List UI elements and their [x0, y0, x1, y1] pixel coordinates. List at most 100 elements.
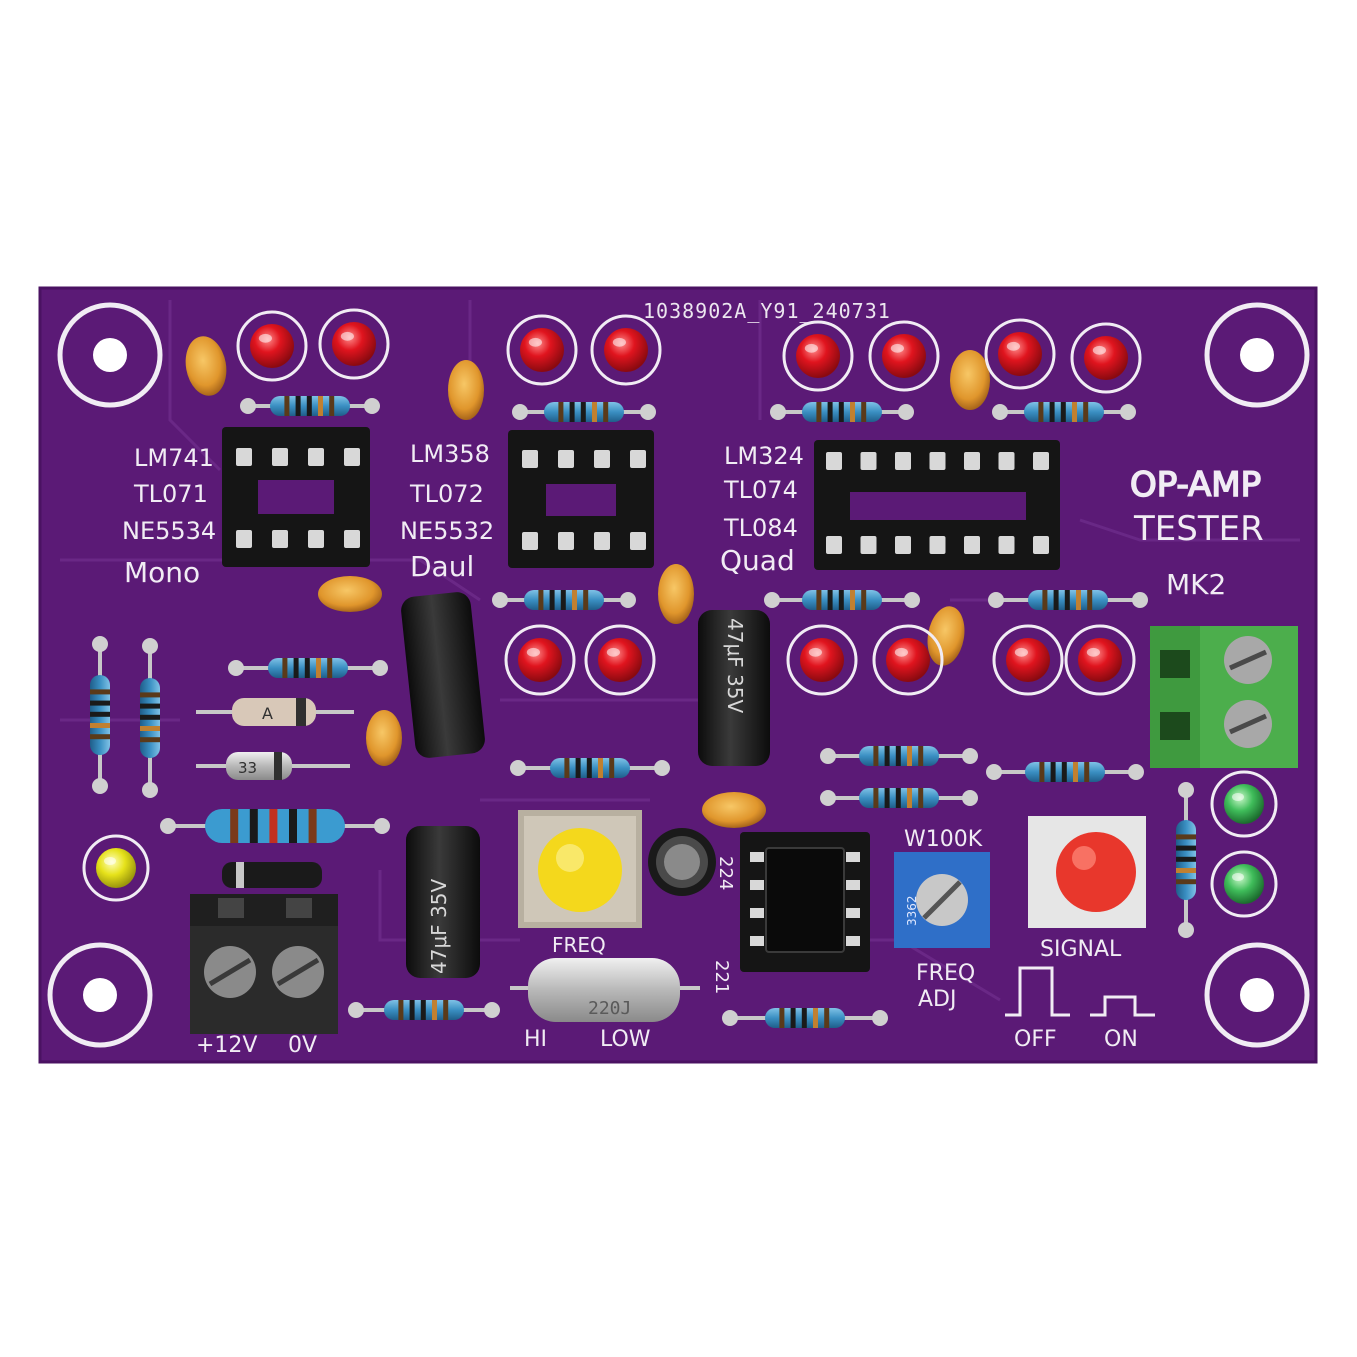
led-red	[1070, 322, 1142, 394]
diode: A	[196, 698, 354, 726]
ceramic-capacitor	[318, 576, 382, 612]
low-label: LOW	[600, 1027, 651, 1052]
diode-code: A	[262, 704, 273, 723]
switch-off-symbol	[1005, 966, 1070, 1017]
socket-dual-type: Daul	[410, 550, 474, 583]
ic-pin	[846, 880, 860, 890]
ic-pin	[860, 452, 877, 470]
ic-pin	[272, 448, 288, 466]
led-red	[584, 624, 656, 696]
trim-potentiometer[interactable]: 3362	[894, 852, 990, 948]
zener-diode: 33	[196, 752, 350, 780]
resistor	[240, 396, 380, 416]
resistor	[228, 658, 388, 678]
resistor	[160, 809, 390, 843]
socket-mono-type: Mono	[124, 556, 200, 589]
led-red	[872, 624, 944, 696]
ic-pin	[1033, 452, 1049, 470]
socket-mono-part1: LM741	[134, 444, 214, 472]
cap-47uf-a-label: 47μF 35V	[723, 618, 747, 713]
ic-pin	[750, 936, 764, 946]
ic-pin	[522, 532, 538, 550]
ic-pin	[236, 448, 252, 466]
ic-pin	[344, 448, 360, 466]
socket-mono-part2: TL071	[133, 480, 208, 508]
ic-pin	[846, 852, 860, 862]
freq-button[interactable]	[518, 810, 642, 928]
ic-pin	[826, 452, 842, 470]
freq-adj-line1: FREQ	[916, 961, 975, 986]
ic-socket-dual[interactable]	[508, 430, 654, 568]
ic-pin	[964, 452, 980, 470]
on-label: ON	[1104, 1027, 1138, 1052]
mounting-hole	[1204, 942, 1310, 1048]
resistor	[512, 402, 656, 422]
led-red	[590, 314, 662, 386]
ic-pin	[929, 452, 946, 470]
electrolytic-cap-upper	[401, 592, 485, 758]
electrolytic-cap-47uf-b: 47μF 35V	[406, 826, 480, 978]
resistor	[510, 758, 670, 778]
led-red	[992, 624, 1064, 696]
board-title-line1: OP-AMP	[1130, 465, 1261, 505]
ic-pin	[594, 450, 610, 468]
led-red	[1064, 624, 1136, 696]
ic-pin	[750, 852, 764, 862]
ic-pin	[630, 532, 646, 550]
resistor	[820, 746, 978, 766]
board-title-line2: TESTER	[1133, 509, 1264, 549]
hi-label: HI	[524, 1027, 547, 1052]
resistor	[992, 402, 1136, 422]
freq-adj-line2: ADJ	[918, 987, 956, 1012]
inductor-label: 220J	[588, 998, 631, 1019]
cap-47uf-b-label: 47μF 35V	[427, 879, 451, 974]
resistor	[988, 590, 1148, 610]
ic-pin	[860, 536, 877, 554]
ic-pin	[522, 450, 538, 468]
mounting-hole	[1204, 302, 1310, 408]
led-red	[786, 624, 858, 696]
resistor	[90, 636, 110, 794]
ceramic-capacitor	[366, 710, 402, 766]
led-yellow	[82, 834, 150, 902]
ic-pin	[826, 536, 842, 554]
ic-socket-mono[interactable]	[222, 427, 370, 567]
resistors	[90, 396, 1196, 1028]
socket-quad-part1: LM324	[724, 442, 804, 470]
ic-pin	[964, 536, 980, 554]
power-diode	[222, 862, 322, 888]
ic-pin	[308, 530, 324, 548]
small-electrolytic-cap	[648, 828, 716, 896]
ceramic-capacitor	[927, 606, 965, 666]
ic-pin	[558, 532, 574, 550]
cap-221-label: 221	[711, 960, 732, 994]
ic-pin	[846, 936, 860, 946]
led-red	[868, 320, 940, 392]
ic-pin	[272, 530, 288, 548]
socket-quad-part3: TL084	[723, 514, 798, 542]
led-red	[318, 308, 390, 380]
ic-pin	[594, 532, 610, 550]
power-terminal-block[interactable]	[190, 894, 338, 1034]
ceramic-capacitor	[702, 792, 766, 828]
ic-pin	[895, 536, 911, 554]
resistor	[820, 788, 978, 808]
socket-dual-part3: NE5532	[400, 517, 494, 545]
ceramic-capacitors	[185, 336, 990, 828]
zener-code: 33	[238, 759, 257, 777]
mounting-hole	[57, 302, 163, 408]
switch-on-symbol	[1090, 995, 1155, 1017]
led-red	[782, 320, 854, 392]
ic-pin	[236, 530, 252, 548]
signal-button[interactable]	[1028, 816, 1146, 928]
led-red	[504, 624, 576, 696]
ceramic-capacitor	[448, 360, 484, 420]
socket-quad-type: Quad	[720, 544, 795, 577]
ic-pin	[1033, 536, 1049, 554]
ceramic-capacitor	[658, 564, 694, 624]
pot-label: W100K	[904, 827, 983, 852]
signal-terminal-block[interactable]	[1150, 626, 1298, 768]
resistor	[722, 1008, 888, 1028]
power-zero-label: 0V	[288, 1033, 317, 1058]
